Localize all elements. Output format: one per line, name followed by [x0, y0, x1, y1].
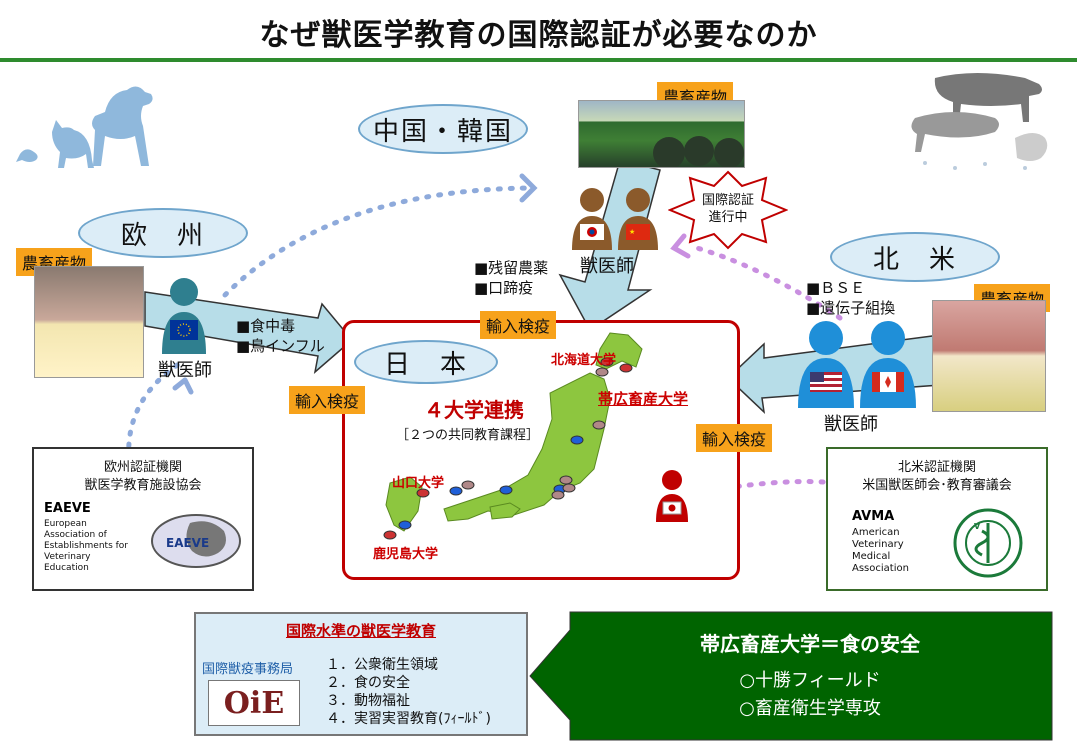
eaeve-name-line: Veterinary	[44, 552, 91, 562]
import-quarantine-asia: 輸入検疫	[480, 311, 557, 339]
obihiro-box: 帯広畜産大学＝食の安全 ○十勝フィールド ○畜産衛生学専攻	[572, 628, 1048, 723]
asia-risk-item: ■残留農薬	[474, 259, 549, 277]
japan-map	[383, 332, 643, 540]
eaeve-box: 欧州認証機関 獣医学教育施設協会 EAEVE European Associat…	[32, 447, 254, 591]
svg-text:V: V	[974, 522, 981, 531]
europe-to-asia-dotted	[222, 185, 533, 298]
avma-header-line: 北米認証機関	[897, 460, 976, 475]
europe-produce-photo	[34, 266, 144, 378]
obihiro-line: ○十勝フィールド	[739, 670, 881, 691]
eaeve-header-line: 欧州認証機関	[103, 460, 182, 475]
standard-items: １．公衆衛生領域 ２．食の安全 ３．動物福祉 ４．実習実習教育(ﾌｨｰﾙﾄﾞ)	[326, 656, 491, 728]
region-china-korea: 中国・韓国	[358, 104, 528, 154]
import-quarantine-na: 輸入検疫	[696, 424, 773, 452]
europe-risk-item: ■食中毒	[236, 317, 296, 335]
eaeve-acronym: EAEVE	[44, 501, 91, 516]
asia-veterinarians-icon: ★	[572, 188, 658, 250]
japan-heading: ４大学連携	[424, 398, 524, 422]
standard-item: ３．動物福祉	[326, 693, 410, 709]
svg-text:EAEVE: EAEVE	[166, 536, 209, 550]
region-japan: 日 本	[354, 340, 498, 384]
univ-obihiro: 帯広畜産大学	[598, 390, 689, 408]
international-badge	[668, 170, 788, 250]
eaeve-logo-icon: EAEVE	[151, 514, 241, 568]
eaeve-name-line: Establishments for	[44, 541, 128, 551]
obihiro-arrow	[529, 611, 1053, 741]
badge-line-2: 進行中	[708, 210, 748, 225]
campus-dots	[383, 357, 633, 540]
eaeve-name-line: European	[44, 519, 87, 529]
eaeve-full-name: European Association of Establishments f…	[44, 519, 128, 574]
na-vet-label: 獣医師	[824, 414, 878, 435]
univ-hokkaido: 北海道大学	[551, 353, 617, 368]
univ-kagoshima: 鹿児島大学	[373, 547, 439, 562]
oie-logo-icon: OiE	[208, 680, 300, 726]
avma-name-line: Veterinary	[852, 539, 904, 550]
svg-text:★: ★	[629, 228, 635, 236]
avma-acronym: AVMA	[852, 509, 895, 524]
europe-veterinarian-icon	[162, 278, 206, 354]
asia-vet-label: 獣医師	[580, 256, 634, 277]
badge-line-1: 国際認証	[701, 193, 754, 208]
japan-subheading: ［２つの共同教育課程］	[396, 428, 540, 443]
avma-name-line: Medical	[852, 551, 891, 562]
asia-produce-photo	[578, 100, 745, 168]
standard-education-box: 国際水準の獣医学教育 国際獣疫事務局 OiE １．公衆衛生領域 ２．食の安全 ３…	[194, 612, 528, 736]
title-divider	[0, 58, 1077, 62]
avma-name-line: Association	[852, 563, 909, 574]
na-risk-item: ■遺伝子組換	[806, 299, 896, 317]
standard-item: １．公衆衛生領域	[326, 657, 438, 673]
na-veterinarians-icon	[798, 321, 916, 408]
na-risks: ■ＢＳＥ ■遺伝子組換	[806, 278, 895, 318]
region-north-america: 北 米	[830, 232, 1000, 282]
na-produce-photo	[932, 300, 1046, 412]
standard-item: ２．食の安全	[326, 675, 410, 691]
japan-veterinarian-icon	[656, 470, 688, 522]
eaeve-name-line: Association of	[44, 530, 107, 540]
europe-risks: ■食中毒 ■鳥インフル	[236, 316, 325, 356]
europe-risk-item: ■鳥インフル	[236, 337, 325, 355]
univ-yamaguchi: 山口大学	[392, 476, 445, 491]
avma-box: 北米認証機関 米国獣医師会･教育審議会 AVMA American Veteri…	[826, 447, 1048, 591]
standard-item: ４．実習実習教育(ﾌｨｰﾙﾄﾞ)	[326, 711, 491, 727]
asia-risk-item: ■口蹄疫	[474, 279, 534, 297]
oie-label: 国際獣疫事務局	[202, 662, 294, 677]
region-europe: 欧 州	[78, 208, 248, 258]
livestock-silhouette-icon	[911, 73, 1048, 170]
import-quarantine-europe: 輸入検疫	[289, 386, 366, 414]
avma-name-line: American	[852, 527, 900, 538]
asia-risks: ■残留農薬 ■口蹄疫	[474, 258, 548, 298]
obihiro-line: ○畜産衛生学専攻	[739, 698, 881, 719]
eaeve-name-line: Education	[44, 563, 89, 573]
standard-education-title: 国際水準の獣医学教育	[285, 622, 436, 640]
na-to-asia-dotted	[687, 243, 843, 321]
obihiro-title: 帯広畜産大学＝食の安全	[700, 632, 920, 656]
avma-header-line: 米国獣医師会･教育審議会	[862, 478, 1012, 493]
eaeve-header-line: 獣医学教育施設協会	[84, 478, 202, 493]
avma-logo-icon: V	[953, 508, 1023, 578]
europe-vet-label: 獣医師	[158, 360, 212, 381]
avma-full-name: American Veterinary Medical Association	[852, 527, 909, 575]
na-risk-item: ■ＢＳＥ	[806, 279, 866, 297]
international-badge-text: 国際認証 進行中	[690, 192, 766, 226]
pets-silhouette-icon	[16, 86, 153, 168]
page-title: なぜ獣医学教育の国際認証が必要なのか	[259, 18, 818, 53]
